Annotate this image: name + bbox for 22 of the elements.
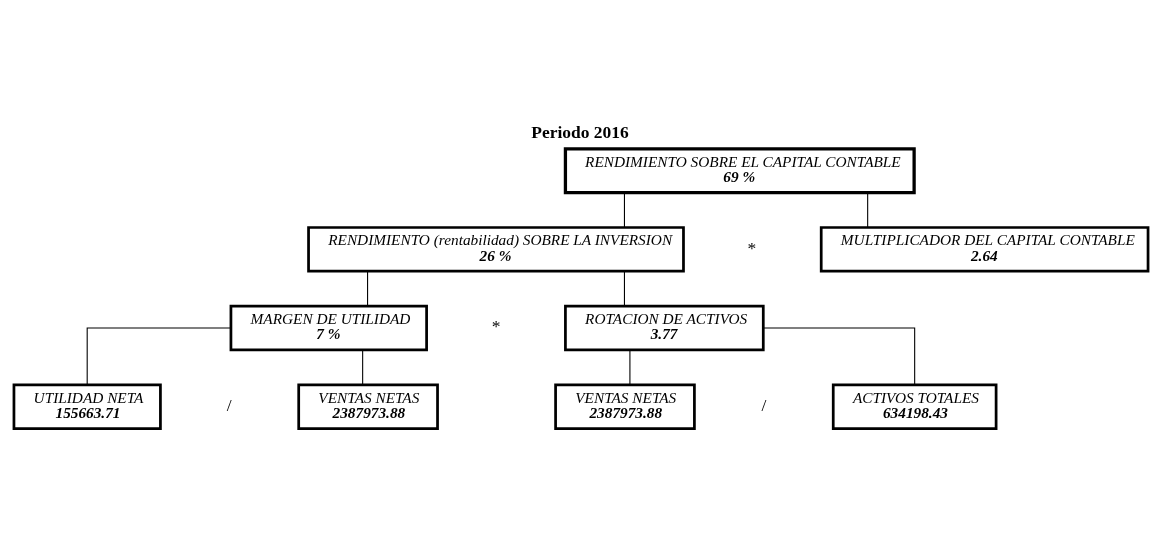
node-box: UTILIDAD NETA 155663.71 [12,383,162,430]
node-box: ACTIVOS TOTALES 634198.43 [831,383,998,430]
label: / [761,394,767,415]
connector [867,192,869,228]
node-box: RENDIMIENTO (rentabilidad) SOBRE LA INVERSION 26 % [307,226,685,273]
label: * [491,316,501,337]
node-box: RENDIMIENTO SOBRE EL CAPITAL CONTABLE 69 % [563,147,916,195]
connector [367,270,369,307]
node-box: MULTIPLICADOR DEL CAPITAL CONTABLE 2.64 [819,226,1150,273]
connector [86,327,232,386]
label: / [226,394,232,415]
node-box: ROTACION DE ACTIVOS 3.77 [564,304,765,352]
diagram-title: Periodo 2016 [531,121,629,142]
connector [762,327,916,386]
connector [362,349,364,386]
connector [623,192,625,228]
node-box: VENTAS NETAS 2387973.88 [554,383,696,430]
node-box: VENTAS NETAS 2387973.88 [297,383,439,430]
node-box: MARGEN DE UTILIDAD 7 % [229,304,428,352]
connector [623,270,625,307]
connector [629,349,631,386]
label: * [747,237,757,258]
